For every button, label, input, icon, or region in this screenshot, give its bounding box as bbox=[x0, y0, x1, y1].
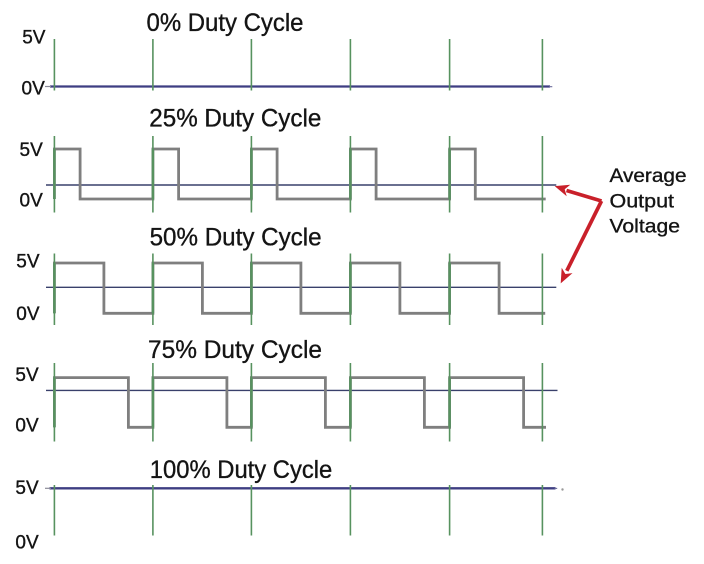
svg-text:Voltage: Voltage bbox=[610, 215, 681, 237]
svg-text:5V: 5V bbox=[15, 365, 39, 386]
svg-text:5V: 5V bbox=[20, 140, 44, 161]
svg-text:0V: 0V bbox=[22, 79, 46, 100]
svg-text:Output: Output bbox=[610, 191, 675, 213]
svg-text:25% Duty Cycle: 25% Duty Cycle bbox=[149, 104, 321, 132]
svg-text:5V: 5V bbox=[16, 252, 40, 273]
svg-text:5V: 5V bbox=[22, 28, 46, 49]
svg-text:100% Duty Cycle: 100% Duty Cycle bbox=[150, 456, 332, 484]
svg-text:0% Duty Cycle: 0% Duty Cycle bbox=[147, 9, 304, 37]
svg-text:Average: Average bbox=[610, 165, 687, 187]
svg-text:0V: 0V bbox=[20, 190, 44, 211]
svg-text:0V: 0V bbox=[16, 304, 40, 325]
svg-text:0V: 0V bbox=[15, 416, 39, 437]
svg-text:50% Duty Cycle: 50% Duty Cycle bbox=[150, 224, 322, 252]
svg-text:5V: 5V bbox=[15, 478, 39, 499]
svg-text:0V: 0V bbox=[15, 532, 39, 553]
svg-text:75% Duty Cycle: 75% Duty Cycle bbox=[148, 336, 322, 364]
